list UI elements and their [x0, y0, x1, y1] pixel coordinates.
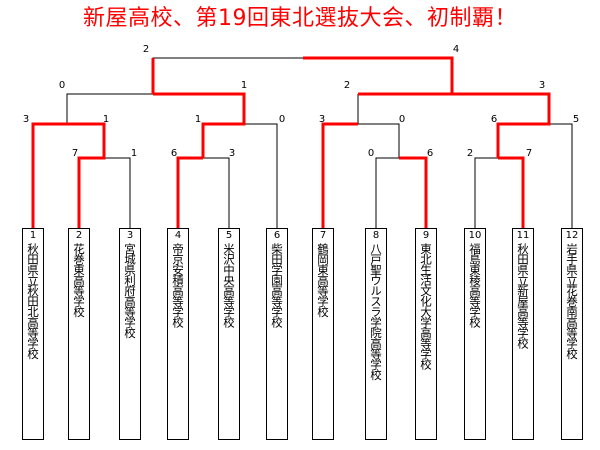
r2m2-score-left: 1 — [195, 114, 201, 125]
r1m4-win-path — [498, 156, 525, 228]
r1m2-score-left: 6 — [171, 148, 177, 159]
r1m1-score-left: 7 — [72, 148, 78, 159]
team-box-10: 10 福島東稜高等学校 — [464, 228, 486, 440]
team-box-12: 12 岩手県立花巻南高等学校 — [561, 228, 583, 440]
r1m3-score-right: 6 — [427, 148, 433, 159]
team-name: 秋田県立秋田北高等学校 — [26, 243, 40, 359]
r1m1-line-right — [104, 157, 131, 228]
team-seed: 3 — [126, 230, 134, 241]
team-name: 秋田県立新屋高等学校 — [516, 243, 530, 348]
team-seed: 9 — [422, 230, 430, 241]
team-seed: 12 — [565, 230, 579, 241]
team-box-1: 1 秋田県立秋田北高等学校 — [22, 228, 44, 440]
team-seed: 4 — [174, 230, 182, 241]
final-line-left — [152, 57, 303, 94]
team-name: 鶴岡東高等学校 — [316, 243, 330, 317]
semi1-score-left: 0 — [59, 80, 65, 91]
team-name: 花巻東高等学校 — [72, 243, 86, 317]
team-box-5: 5 米沢中央高等学校 — [218, 228, 240, 440]
team-seed: 10 — [468, 230, 482, 241]
team-seed: 5 — [225, 230, 233, 241]
team-box-8: 8 八戸聖ウルスラ学院高等学校 — [365, 228, 387, 440]
team-name: 宮城県利府高等学校 — [123, 243, 137, 338]
r2m3-score-right: 0 — [399, 114, 405, 125]
team-name: 帝京安積高等学校 — [171, 243, 185, 327]
team-name: 柴田学園高等学校 — [270, 243, 284, 327]
semi2-win-path — [452, 92, 551, 158]
r2m4-score-right: 5 — [573, 114, 579, 125]
team-seed: 11 — [516, 230, 530, 241]
r2m4-line-right — [549, 123, 573, 228]
team-box-9: 9 東北生活文化大学高等学校 — [415, 228, 437, 440]
r1m4-line-left — [474, 157, 498, 228]
r1m2-line-right — [203, 157, 230, 228]
r1m3-line-left — [375, 157, 399, 228]
team-name: 東北生活文化大学高等学校 — [419, 243, 433, 369]
team-box-3: 3 宮城県利府高等学校 — [119, 228, 141, 440]
r1m4-score-right: 7 — [526, 148, 532, 159]
semi1-line-left — [66, 93, 153, 124]
team-box-7: 7 鶴岡東高等学校 — [312, 228, 334, 440]
team-seed: 7 — [319, 230, 327, 241]
semi2-score-left: 2 — [344, 80, 350, 91]
r1m2-score-right: 3 — [229, 148, 235, 159]
semi1-win-path — [151, 58, 246, 158]
r1m3-score-left: 0 — [368, 148, 374, 159]
team-seed: 1 — [29, 230, 37, 241]
semi2-score-right: 3 — [539, 80, 545, 91]
score-labels: 2 4 0 1 2 3 3 1 1 0 3 0 6 5 7 1 6 3 0 6 … — [23, 44, 579, 159]
r2m1-win-path — [31, 122, 106, 228]
team-box-4: 4 帝京安積高等学校 — [167, 228, 189, 440]
final-win-line — [303, 56, 454, 94]
r2m1-score-right: 1 — [103, 114, 109, 125]
team-name: 福島東稜高等学校 — [468, 243, 482, 327]
bracket-lines — [66, 57, 573, 228]
r1m3-win-path — [399, 156, 428, 228]
r2m1-score-left: 3 — [23, 114, 29, 125]
team-box-11: 11 秋田県立新屋高等学校 — [512, 228, 534, 440]
team-seed: 2 — [75, 230, 83, 241]
team-name: 米沢中央高等学校 — [222, 243, 236, 327]
team-seed: 8 — [372, 230, 380, 241]
final-score-right: 4 — [453, 44, 459, 55]
r2m2-line-right — [244, 123, 278, 228]
team-box-2: 2 花巻東高等学校 — [68, 228, 90, 440]
team-name: 八戸聖ウルスラ学院高等学校 — [369, 243, 383, 380]
semi1-score-right: 1 — [241, 80, 247, 91]
team-box-6: 6 柴田学園高等学校 — [266, 228, 288, 440]
r1m4-score-left: 2 — [467, 148, 473, 159]
r2m3-win-path — [321, 122, 358, 228]
semi2-line-right — [448, 93, 550, 124]
team-name: 岩手県立花巻南高等学校 — [565, 243, 579, 359]
r2m3-score-left: 3 — [319, 114, 325, 125]
r1m2-win-path — [176, 156, 203, 228]
winner-path-lines — [31, 56, 551, 228]
team-seed: 6 — [273, 230, 281, 241]
r1m1-score-right: 1 — [131, 148, 137, 159]
r2m4-score-left: 6 — [491, 114, 497, 125]
tournament-title: 新屋高校、第19回東北選抜大会、初制覇！ — [83, 6, 517, 31]
final-score-left: 2 — [143, 44, 149, 55]
r2m2-score-right: 0 — [279, 114, 285, 125]
r2m3-line-right — [358, 123, 400, 158]
